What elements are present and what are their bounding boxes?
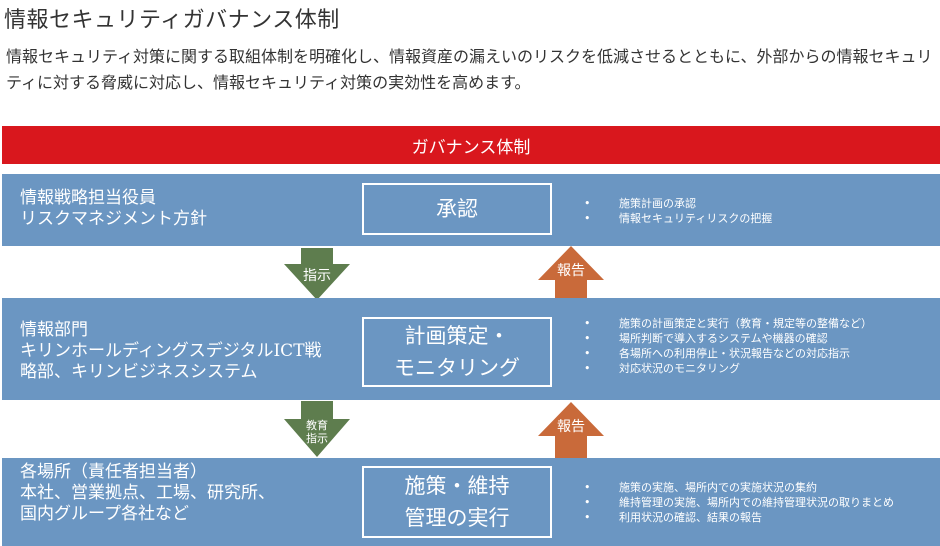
page-title: 情報セキュリティガバナンス体制 [4,8,340,33]
bullet-item: 情報セキュリティリスクの把握 [584,211,772,226]
org-line: 国内グループ各社など [20,504,189,524]
tier-site-role-box: 施策・維持 管理の実行 [362,466,552,538]
org-line: 本社、営業拠点、工場、研究所、 [20,483,275,503]
org-line: 情報部門 [20,320,88,340]
arrow-down-shape [284,248,350,300]
tier-department-role-box: 計画策定・ モニタリング [362,317,552,387]
report-arrow-up: 報告 [538,246,604,300]
arrow-label-line: 教育 [306,419,328,432]
governance-banner: ガバナンス体制 [2,126,940,164]
role-line: 管理の実行 [404,506,510,530]
tier-department-org: 情報部門 キリンホールディングスデジタルICT戦 略部、キリンビジネスシステム [20,320,322,383]
report-arrow-up: 報告 [538,402,604,458]
tier-executive-panel: 情報戦略担当役員 リスクマネジメント方針 承認 施策計画の承認 情報セキュリティ… [2,174,940,246]
arrow-down-shape [284,401,350,457]
arrow-label: 報告 [538,416,604,436]
bullet-item: 施策の実施、場所内での実施状況の集約 [584,480,894,495]
role-line: 施策・維持 [404,474,510,498]
tier-executive-bullets: 施策計画の承認 情報セキュリティリスクの把握 [584,196,772,226]
arrow-label: 報告 [538,260,604,280]
intro-text: 情報セキュリティ対策に関する取組体制を明確化し、情報資産の漏えいのリスクを低減さ… [6,47,933,92]
bullet-item: 対応状況のモニタリング [584,361,872,376]
instruction-arrow-down: 指示 [284,248,350,300]
tier-department-panel: 情報部門 キリンホールディングスデジタルICT戦 略部、キリンビジネスシステム … [2,298,940,400]
arrow-label-line: 指示 [306,432,328,445]
tier-site-bullets: 施策の実施、場所内での実施状況の集約 維持管理の実施、場所内での維持管理状況の取… [584,480,894,525]
education-instruction-arrow-down: 教育 指示 [284,401,350,457]
arrow-label-line: 指示 [303,268,331,284]
bullet-item: 利用状況の確認、結果の報告 [584,510,894,525]
arrow-label: 指示 [284,265,350,285]
bullet-item: 施策計画の承認 [584,196,772,211]
tier-department-bullets: 施策の計画策定と実行（教育・規定等の整備など） 場所判断で導入するシステムや機器… [584,316,872,376]
bullet-item: 各場所への利用停止・状況報告などの対応指示 [584,346,872,361]
bullet-item: 施策の計画策定と実行（教育・規定等の整備など） [584,316,872,331]
tier-executive-role-box: 承認 [362,183,552,235]
tier-site-org: 各場所（責任者担当者） 本社、営業拠点、工場、研究所、 国内グループ各社など [20,462,275,525]
org-line: 略部、キリンビジネスシステム [20,362,258,382]
bullet-item: 場所判断で導入するシステムや機器の確認 [584,331,872,346]
arrow-label-line: 報告 [557,263,585,279]
org-line: 情報戦略担当役員 [20,188,156,208]
org-line: キリンホールディングスデジタルICT戦 [20,341,322,361]
arrow-up-shape [538,246,604,300]
bullet-item: 維持管理の実施、場所内での維持管理状況の取りまとめ [584,495,894,510]
arrow-label: 教育 指示 [284,419,350,445]
tier-executive-org: 情報戦略担当役員 リスクマネジメント方針 [20,188,207,230]
arrow-label-line: 報告 [557,419,585,435]
arrow-up-shape [538,402,604,458]
org-line: 各場所（責任者担当者） [20,462,207,482]
org-line: リスクマネジメント方針 [20,209,207,229]
tier-site-panel: 各場所（責任者担当者） 本社、営業拠点、工場、研究所、 国内グループ各社など 施… [2,458,940,546]
role-line: 計画策定・ [404,324,510,348]
role-line: 承認 [436,197,478,221]
role-line: モニタリング [394,356,520,380]
